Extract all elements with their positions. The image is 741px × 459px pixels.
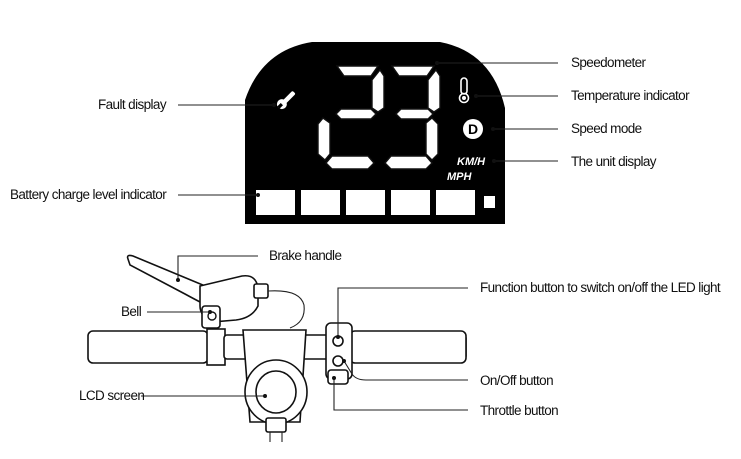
label-throttle-button: Throttle button [480, 403, 558, 418]
speed-digit-1 [317, 65, 385, 170]
label-bell: Bell [121, 304, 142, 319]
battery-bars [256, 190, 495, 215]
speed-digit-2 [384, 65, 441, 170]
speed-mode-badge: D [463, 119, 483, 139]
battery-bar-2 [301, 190, 340, 215]
label-speed-mode: Speed mode [571, 121, 642, 136]
battery-bar-3 [346, 190, 385, 215]
label-temperature-indicator: Temperature indicator [571, 88, 690, 103]
battery-bar-1 [256, 190, 295, 215]
label-function-button: Function button to switch on/off the LED… [480, 280, 721, 295]
bell-icon [201, 305, 221, 329]
left-grip [87, 330, 209, 364]
stem-bolt [265, 417, 287, 433]
throttle-button-icon[interactable] [327, 369, 349, 385]
label-unit-display: The unit display [571, 154, 657, 169]
lcd-display-panel: 23 D KM/H MPH [245, 42, 505, 224]
brake-cable [267, 290, 305, 329]
handlebar-callouts [141, 255, 468, 411]
handlebar-drawing [87, 254, 467, 442]
unit-kmh-text: KM/H [457, 156, 486, 168]
display-callouts [178, 61, 558, 197]
lcd-screen-window [255, 370, 297, 414]
right-grip [349, 330, 467, 364]
label-battery-indicator: Battery charge level indicator [10, 187, 167, 202]
onoff-button-icon[interactable] [332, 355, 344, 367]
unit-mph-text: MPH [447, 171, 473, 183]
wrench-icon [276, 91, 296, 110]
label-brake-handle: Brake handle [269, 248, 341, 263]
label-fault-display: Fault display [98, 97, 167, 112]
battery-bar-4 [391, 190, 430, 215]
brake-adjuster [253, 283, 269, 299]
speed-mode-letter: D [468, 121, 478, 137]
battery-bar-5 [436, 190, 475, 215]
thermometer-icon [458, 77, 470, 104]
label-speedometer: Speedometer [571, 55, 647, 70]
label-lcd-screen: LCD screen [79, 388, 144, 403]
left-grip-collar [206, 328, 226, 366]
label-onoff-button: On/Off button [480, 373, 553, 388]
battery-bar-terminal [484, 196, 495, 208]
